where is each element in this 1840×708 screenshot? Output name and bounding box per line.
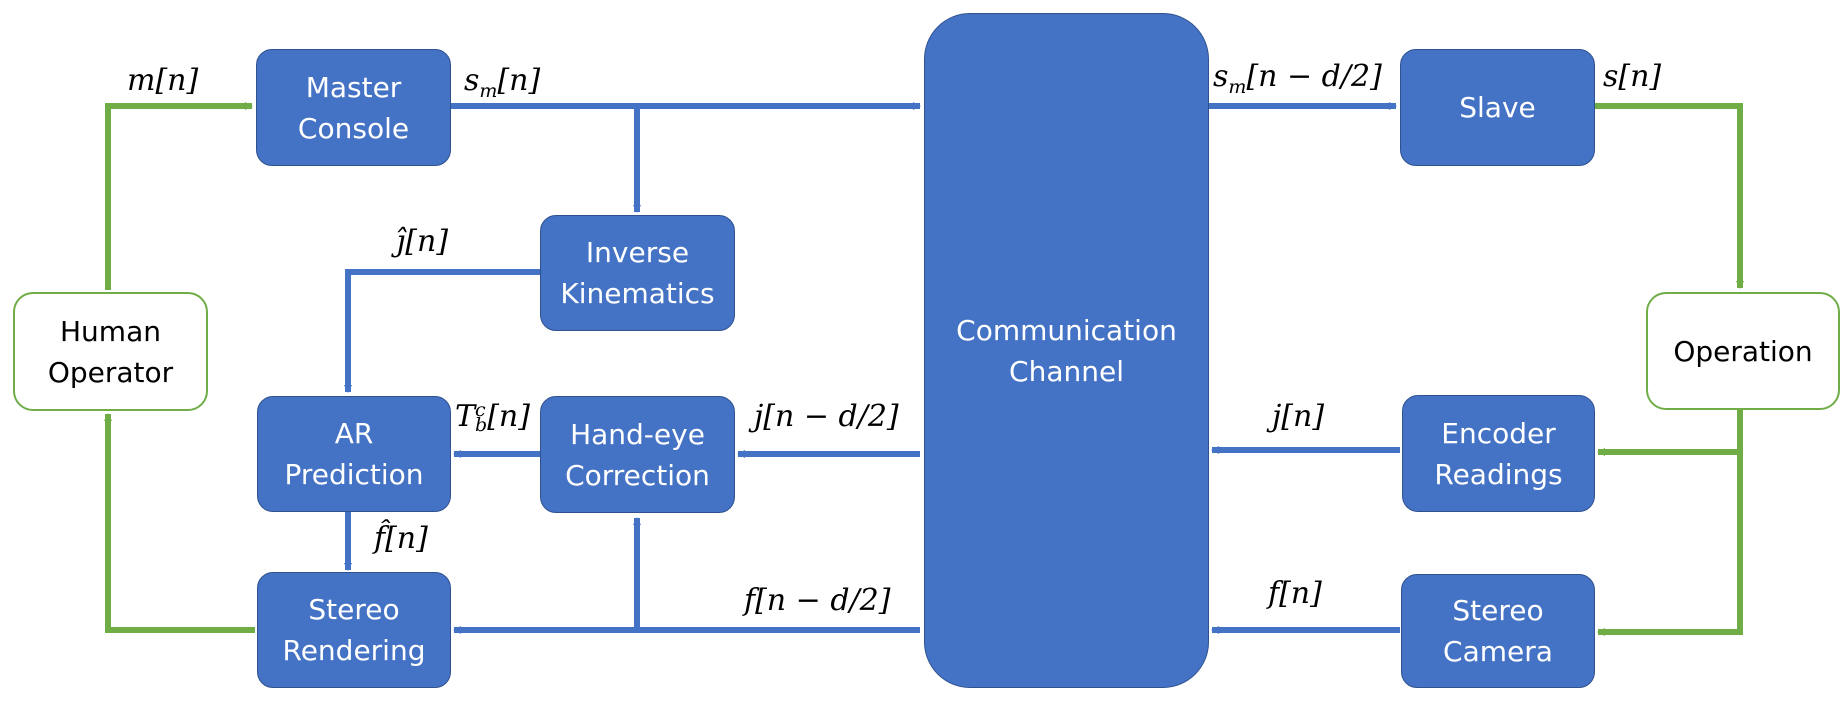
- block-inverse-kinematics-line1: Inverse: [585, 236, 690, 269]
- signal-j-delayed: j[n − d/2]: [754, 399, 899, 434]
- block-human-operator-line1: Human: [60, 314, 161, 348]
- block-communication-channel-line1: Communication: [956, 313, 1177, 347]
- block-stereo-rendering-line1: Stereo: [308, 593, 400, 626]
- signal-j: j[n]: [1272, 399, 1325, 434]
- block-operation-label: Operation: [1673, 334, 1813, 368]
- signal-t-subscript: b: [475, 414, 488, 436]
- block-master-console-line2: Console: [297, 111, 410, 145]
- block-encoder-readings: Encoder Readings: [1402, 395, 1595, 512]
- block-hand-eye-correction-line1: Hand-eye: [570, 417, 705, 451]
- signal-s: s[n]: [1603, 59, 1662, 94]
- signal-sm-delayed-argument: [n − d/2]: [1246, 59, 1382, 94]
- signal-sm-delayed-base: s: [1213, 59, 1229, 94]
- arrow-rendering-to-operator: [104, 413, 255, 633]
- block-stereo-rendering: Stereo Rendering: [257, 572, 451, 688]
- block-inverse-kinematics-line2: Kinematics: [560, 277, 715, 310]
- block-operation: Operation: [1646, 292, 1840, 410]
- arrow-operator-to-master: [105, 102, 253, 290]
- block-communication-channel-line2: Channel: [1009, 354, 1124, 388]
- signal-fhat: f̂[n]: [374, 521, 428, 556]
- signal-jhat: ĵ[n]: [396, 224, 449, 259]
- signal-f: f[n]: [1268, 576, 1322, 611]
- block-hand-eye-correction-line2: Correction: [565, 458, 710, 492]
- arrow-operation-to-camera: [1597, 452, 1743, 636]
- block-encoder-readings-line1: Encoder: [1441, 416, 1556, 450]
- block-hand-eye-correction: Hand-eye Correction: [540, 396, 735, 513]
- arrow-slave-to-operation: [1592, 103, 1744, 289]
- block-slave: Slave: [1400, 49, 1595, 166]
- signal-t-base: T: [455, 399, 476, 434]
- block-stereo-rendering-line2: Rendering: [282, 634, 426, 667]
- signal-t-superscript: c: [475, 399, 486, 421]
- arrow-operation-to-encoder: [1597, 410, 1743, 456]
- signal-f-delayed: f[n − d/2]: [744, 583, 891, 618]
- block-stereo-camera-line2: Camera: [1443, 635, 1553, 668]
- signal-sm: sm[n]: [464, 64, 540, 108]
- block-inverse-kinematics: Inverse Kinematics: [540, 215, 735, 331]
- block-master-console-line1: Master: [305, 70, 402, 104]
- block-master-console: Master Console: [256, 49, 451, 166]
- block-stereo-camera-line1: Stereo: [1452, 594, 1544, 627]
- signal-sm-subscript: m: [479, 80, 498, 102]
- block-ar-prediction-line1: AR: [334, 417, 374, 450]
- block-encoder-readings-line2: Readings: [1434, 457, 1563, 491]
- signal-sm-base: s: [464, 63, 480, 98]
- signal-t-argument: [n]: [487, 399, 530, 434]
- block-human-operator-line2: Operator: [47, 355, 174, 389]
- signal-m: m[n]: [127, 63, 199, 98]
- signal-sm-argument: [n]: [497, 63, 541, 98]
- block-communication-channel: Communication Channel: [924, 13, 1209, 688]
- block-ar-prediction: AR Prediction: [257, 396, 451, 512]
- arrow-ik-to-ar-prediction: [344, 269, 540, 393]
- signal-sm-delayed: sm[n − d/2]: [1213, 60, 1382, 104]
- block-slave-label: Slave: [1459, 91, 1536, 124]
- block-stereo-camera: Stereo Camera: [1401, 574, 1595, 688]
- block-human-operator: Human Operator: [13, 292, 208, 411]
- signal-sm-delayed-subscript: m: [1228, 76, 1247, 98]
- block-ar-prediction-line2: Prediction: [284, 458, 424, 491]
